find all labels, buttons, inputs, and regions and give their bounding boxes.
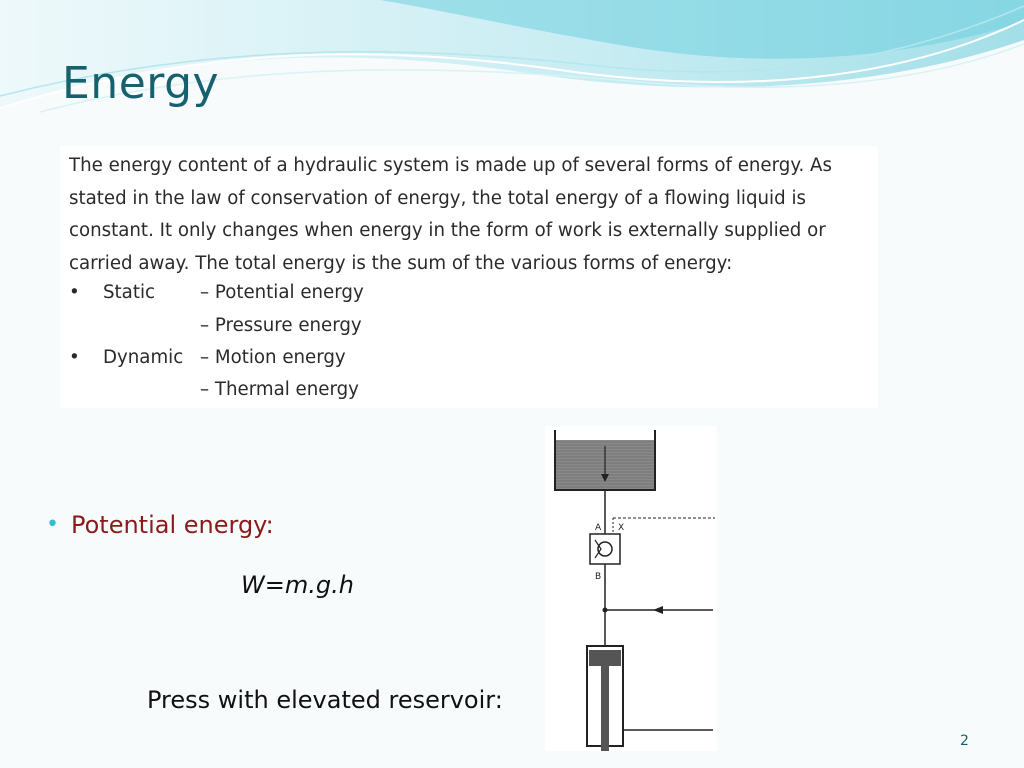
energy-form: – Motion energy — [200, 347, 346, 368]
check-valve — [589, 533, 621, 565]
energy-form: – Pressure energy — [200, 315, 362, 336]
energy-formula: W=m.g.h — [241, 571, 354, 599]
port-x-label: X — [618, 523, 624, 533]
energy-form: – Potential energy — [200, 282, 364, 303]
page-number: 2 — [960, 733, 969, 749]
potential-energy-bullet: • Potential energy: — [46, 511, 274, 539]
slide-title: Energy — [62, 58, 220, 109]
bullet-dot: • — [69, 347, 80, 368]
definition-paragraph: The energy content of a hydraulic system… — [69, 155, 832, 274]
bullet-dot: • — [69, 282, 80, 303]
potential-energy-label: Potential energy: — [70, 511, 274, 539]
definition-text-image: The energy content of a hydraulic system… — [60, 146, 878, 408]
press-caption: Press with elevated reservoir: — [147, 686, 503, 714]
bullet-dot: • — [46, 512, 59, 537]
port-a-label: A — [595, 523, 602, 533]
port-b-label: B — [595, 572, 601, 582]
hydraulic-press-diagram: A X B — [545, 426, 717, 751]
press-cylinder — [586, 645, 713, 751]
energy-category: Dynamic — [103, 347, 184, 368]
energy-form: – Thermal energy — [200, 379, 359, 400]
energy-category: Static — [103, 282, 156, 303]
